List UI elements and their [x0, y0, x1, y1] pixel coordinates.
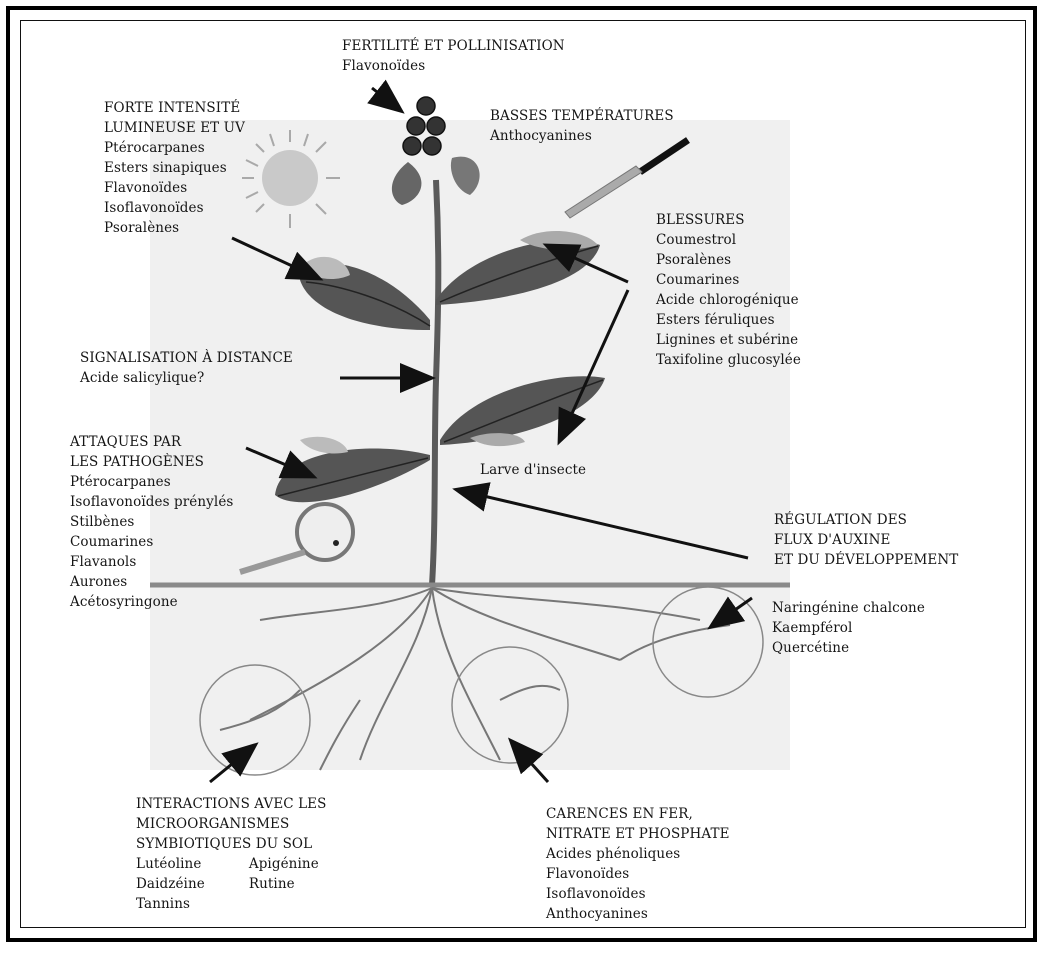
- label-item: Esters sinapiques: [104, 158, 245, 178]
- label-item: Anthocyanines: [490, 126, 674, 146]
- label-heading: NITRATE ET PHOSPHATE: [546, 824, 730, 844]
- label-heading: MICROORGANISMES: [136, 814, 326, 834]
- label-item: Aurones: [70, 572, 233, 592]
- label-item: Isoflavonoïdes: [546, 884, 730, 904]
- label-item: Flavonoïdes: [546, 864, 730, 884]
- label-item: Coumarines: [656, 270, 801, 290]
- label-pathogens: ATTAQUES PAR LES PATHOGÈNES Ptérocarpane…: [70, 432, 233, 612]
- label-auxin: RÉGULATION DES FLUX D'AUXINE ET DU DÉVEL…: [774, 510, 958, 570]
- label-heading: LUMINEUSE ET UV: [104, 118, 245, 138]
- label-heading: FERTILITÉ ET POLLINISATION: [342, 36, 565, 56]
- label-item: Psoralènes: [104, 218, 245, 238]
- label-low-temp: BASSES TEMPÉRATURES Anthocyanines: [490, 106, 674, 146]
- label-deficiency: CARENCES EN FER, NITRATE ET PHOSPHATE Ac…: [546, 804, 730, 924]
- soil-col-1: Lutéoline Daidzéine Tannins: [136, 854, 205, 914]
- label-item: Anthocyanines: [546, 904, 730, 924]
- label-heading: ET DU DÉVELOPPEMENT: [774, 550, 958, 570]
- label-item: Stilbènes: [70, 512, 233, 532]
- label-item: Acide salicylique?: [80, 368, 293, 388]
- label-fertility: FERTILITÉ ET POLLINISATION Flavonoïdes: [342, 36, 565, 76]
- label-item: Larve d'insecte: [480, 460, 586, 480]
- label-item: Apigénine: [249, 854, 319, 874]
- label-heading: RÉGULATION DES: [774, 510, 958, 530]
- label-item: Tannins: [136, 894, 205, 914]
- label-item: Lignines et subérine: [656, 330, 801, 350]
- label-item: Flavonoïdes: [342, 56, 565, 76]
- label-item: Quercétine: [772, 638, 925, 658]
- label-item: Coumarines: [70, 532, 233, 552]
- label-heading: FLUX D'AUXINE: [774, 530, 958, 550]
- label-heading: BASSES TEMPÉRATURES: [490, 106, 674, 126]
- soil-compound-columns: Lutéoline Daidzéine Tannins Apigénine Ru…: [136, 854, 326, 914]
- soil-col-2: Apigénine Rutine: [249, 854, 319, 914]
- label-item: Ptérocarpanes: [104, 138, 245, 158]
- label-heading: FORTE INTENSITÉ: [104, 98, 245, 118]
- label-item: Ptérocarpanes: [70, 472, 233, 492]
- label-item: Flavanols: [70, 552, 233, 572]
- label-light-uv: FORTE INTENSITÉ LUMINEUSE ET UV Ptérocar…: [104, 98, 245, 238]
- label-auxin-compounds: Naringénine chalcone Kaempférol Quercéti…: [772, 598, 925, 658]
- label-item: Psoralènes: [656, 250, 801, 270]
- label-item: Acétosyringone: [70, 592, 233, 612]
- label-heading: CARENCES EN FER,: [546, 804, 730, 824]
- label-heading: SIGNALISATION À DISTANCE: [80, 348, 293, 368]
- label-signaling: SIGNALISATION À DISTANCE Acide salicyliq…: [80, 348, 293, 388]
- label-item: Kaempférol: [772, 618, 925, 638]
- label-heading: INTERACTIONS AVEC LES: [136, 794, 326, 814]
- label-item: Flavonoïdes: [104, 178, 245, 198]
- label-insect: Larve d'insecte: [480, 460, 586, 480]
- label-heading: LES PATHOGÈNES: [70, 452, 233, 472]
- label-item: Acides phénoliques: [546, 844, 730, 864]
- label-item: Isoflavonoïdes prénylés: [70, 492, 233, 512]
- label-item: Esters féruliques: [656, 310, 801, 330]
- label-item: Isoflavonoïdes: [104, 198, 245, 218]
- label-wounds: BLESSURES Coumestrol Psoralènes Coumarin…: [656, 210, 801, 370]
- label-item: Acide chlorogénique: [656, 290, 801, 310]
- flower-cluster-icon: [403, 97, 445, 155]
- label-item: Daidzéine: [136, 874, 205, 894]
- label-item: Lutéoline: [136, 854, 205, 874]
- label-heading: SYMBIOTIQUES DU SOL: [136, 834, 326, 854]
- arrow-fertility: [372, 88, 400, 110]
- label-item: Coumestrol: [656, 230, 801, 250]
- label-item: Naringénine chalcone: [772, 598, 925, 618]
- label-soil: INTERACTIONS AVEC LES MICROORGANISMES SY…: [136, 794, 326, 914]
- label-item: Taxifoline glucosylée: [656, 350, 801, 370]
- label-heading: ATTAQUES PAR: [70, 432, 233, 452]
- label-heading: BLESSURES: [656, 210, 801, 230]
- label-item: Rutine: [249, 874, 319, 894]
